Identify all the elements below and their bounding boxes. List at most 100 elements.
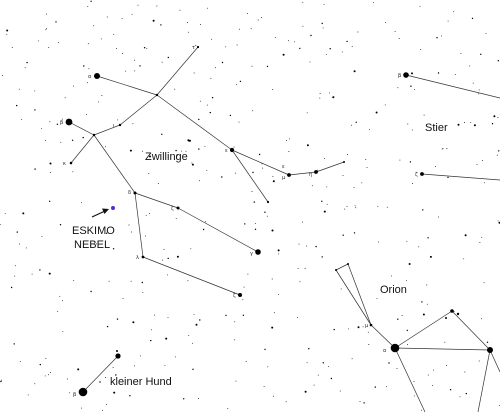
star-gemini-kappa bbox=[69, 161, 73, 165]
field-star bbox=[106, 16, 108, 18]
field-star bbox=[485, 32, 487, 34]
field-star bbox=[163, 249, 165, 250]
field-star bbox=[262, 167, 264, 169]
field-star bbox=[130, 280, 132, 282]
field-star bbox=[41, 235, 43, 237]
label-kleiner-hund: kleiner Hund bbox=[110, 376, 172, 388]
field-star bbox=[187, 31, 189, 33]
orion-line bbox=[394, 310, 453, 349]
field-star bbox=[193, 72, 195, 74]
field-star bbox=[344, 208, 346, 210]
field-star bbox=[351, 46, 353, 48]
field-star bbox=[427, 374, 429, 376]
field-star bbox=[6, 33, 8, 35]
field-star bbox=[77, 368, 80, 371]
field-star bbox=[497, 60, 499, 62]
field-star bbox=[339, 390, 341, 392]
field-star bbox=[309, 61, 311, 63]
field-star bbox=[167, 274, 168, 276]
field-star bbox=[355, 207, 357, 209]
field-star bbox=[306, 144, 309, 147]
field-star bbox=[361, 182, 363, 184]
field-star bbox=[175, 356, 176, 358]
field-star bbox=[34, 109, 36, 111]
field-star bbox=[479, 242, 481, 244]
field-star bbox=[470, 121, 472, 123]
field-star bbox=[129, 395, 131, 397]
field-star bbox=[148, 173, 150, 175]
field-star bbox=[82, 136, 84, 139]
field-star bbox=[271, 326, 274, 329]
field-star bbox=[130, 231, 132, 233]
gemini-line bbox=[119, 94, 158, 126]
field-star bbox=[322, 27, 324, 29]
field-star bbox=[310, 34, 312, 37]
field-star bbox=[438, 216, 440, 218]
field-star bbox=[362, 326, 364, 328]
field-star bbox=[149, 212, 151, 214]
field-star bbox=[301, 221, 303, 223]
field-star bbox=[323, 3, 325, 5]
field-star bbox=[78, 245, 80, 247]
field-star bbox=[195, 323, 198, 326]
field-star bbox=[113, 391, 116, 394]
field-star bbox=[59, 295, 61, 297]
field-star bbox=[299, 281, 301, 283]
field-star bbox=[497, 220, 499, 222]
field-star bbox=[271, 278, 273, 280]
field-star bbox=[412, 183, 414, 184]
field-star bbox=[188, 334, 190, 336]
eskimo-nebula-marker bbox=[91, 206, 115, 218]
field-star bbox=[340, 288, 342, 290]
field-star bbox=[447, 176, 449, 179]
field-star bbox=[453, 11, 455, 13]
field-star bbox=[257, 19, 259, 21]
field-star bbox=[142, 292, 144, 294]
field-star bbox=[16, 104, 18, 107]
field-star bbox=[353, 232, 356, 234]
field-star bbox=[45, 358, 47, 359]
field-star bbox=[72, 171, 74, 173]
field-star bbox=[427, 237, 429, 239]
field-star bbox=[497, 117, 499, 118]
label-xi-gem: ζ bbox=[233, 293, 236, 299]
field-star bbox=[149, 155, 151, 158]
field-star bbox=[261, 17, 262, 19]
field-star bbox=[435, 166, 437, 168]
field-star bbox=[164, 364, 166, 366]
field-star bbox=[191, 163, 194, 166]
field-star bbox=[298, 243, 300, 245]
field-star bbox=[214, 67, 216, 69]
field-star bbox=[267, 366, 269, 368]
field-star bbox=[388, 362, 390, 364]
field-star bbox=[471, 17, 474, 20]
field-star bbox=[86, 113, 88, 115]
field-star bbox=[252, 110, 254, 112]
label-beta-cmi: β bbox=[73, 392, 76, 398]
field-star bbox=[453, 310, 455, 312]
field-star bbox=[376, 297, 378, 299]
field-star bbox=[122, 298, 124, 300]
field-star bbox=[429, 255, 432, 258]
field-star bbox=[317, 374, 319, 376]
field-star bbox=[26, 61, 28, 64]
field-star bbox=[408, 263, 411, 265]
label-beta-gem: β bbox=[60, 120, 63, 126]
field-star bbox=[143, 47, 146, 49]
field-star bbox=[113, 33, 115, 35]
field-star bbox=[385, 22, 387, 23]
field-star bbox=[13, 343, 15, 345]
constellation-lines bbox=[68, 46, 500, 412]
field-star bbox=[187, 22, 188, 23]
label-orion: Orion bbox=[380, 284, 407, 296]
field-star bbox=[131, 13, 133, 15]
field-star bbox=[433, 369, 435, 371]
star-castor bbox=[94, 73, 100, 79]
field-star bbox=[154, 314, 155, 316]
star-pollux bbox=[65, 118, 73, 126]
label-beta-tau: β bbox=[398, 73, 401, 79]
orion-line bbox=[335, 269, 372, 326]
field-star bbox=[263, 386, 265, 388]
field-star bbox=[45, 29, 47, 31]
field-star bbox=[442, 147, 444, 149]
